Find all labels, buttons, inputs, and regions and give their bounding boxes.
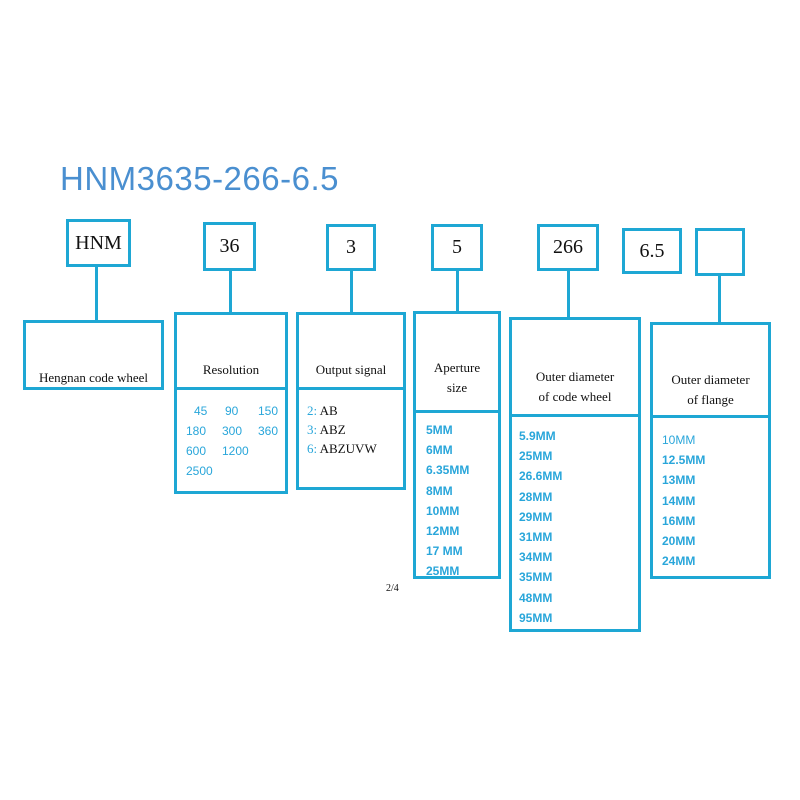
aperture-value: 5MM [426, 423, 453, 437]
hengnan-box [23, 320, 164, 390]
aperture-divider [413, 410, 501, 413]
code-wheel-diameter-divider [509, 414, 641, 417]
resolution-value: 45 [194, 404, 208, 418]
flange-diameter-box [650, 322, 771, 579]
flange-diameter-values: 10MM 12.5MM 13MM 14MM 16MM 20MM 24MM [662, 430, 705, 571]
resolution-value: 300 [222, 424, 243, 438]
code-wheel-diameter-value: 95MM [519, 610, 553, 625]
resolution-values: 45 90 150 180 300 360 600 1200 2500 [186, 401, 294, 481]
model-title: HNM3635-266-6.5 [60, 160, 339, 197]
signal-item: 6: ABZUVW [307, 441, 377, 456]
aperture-box [413, 311, 501, 579]
code-wheel-diameter-value: 35MM [519, 570, 553, 585]
resolution-value: 180 [186, 424, 207, 438]
code-box-flange-size: 6.5 [622, 228, 682, 274]
output-signal-divider [296, 387, 406, 390]
connector-aperture [456, 270, 459, 313]
code-wheel-diameter-value: 28MM [519, 489, 553, 504]
output-signal-box [296, 312, 406, 490]
aperture-values: 5MM 6MM 6.35MM 8MM 10MM 12MM 17 MM 25MM [426, 420, 469, 582]
resolution-value: 2500 [186, 464, 213, 478]
code-wheel-diameter-value: 48MM [519, 590, 553, 605]
flange-diameter-divider [650, 415, 771, 418]
hengnan-label: Hengnan code wheel [38, 370, 148, 385]
code-box-hnm: HNM [66, 219, 131, 267]
flange-diameter-value: 24MM [662, 554, 696, 569]
connector-code-wheel [567, 270, 570, 319]
flange-diameter-value: 14MM [662, 493, 696, 508]
resolution-label: Resolution [202, 362, 260, 377]
aperture-value: 25MM [426, 564, 460, 579]
aperture-label: Aperture size [433, 360, 481, 395]
code-wheel-diameter-value: 25MM [519, 449, 553, 464]
aperture-value: 6MM [426, 443, 453, 458]
aperture-value: 8MM [426, 483, 453, 498]
code-wheel-diameter-value: 26.6MM [519, 469, 563, 484]
code-box-signal: 3 [326, 224, 376, 271]
resolution-value: 360 [258, 424, 279, 438]
output-signal-label: Output signal [315, 362, 387, 377]
resolution-divider [174, 387, 288, 390]
code-box-resolution: 36 [203, 222, 256, 271]
flange-diameter-value: 10MM [662, 433, 696, 447]
code-wheel-diameter-value: 29MM [519, 509, 553, 524]
aperture-value: 10MM [426, 503, 460, 518]
output-signal-list: 2: AB 3: ABZ 6: ABZUVW [307, 401, 377, 458]
aperture-value: 17 MM [426, 544, 463, 559]
code-wheel-diameter-values: 5.9MM 25MM 26.6MM 28MM 29MM 31MM 34MM 35… [519, 426, 562, 628]
page-indicator: 2/4 [386, 583, 399, 594]
code-wheel-diameter-box [509, 317, 641, 632]
code-wheel-diameter-label: Outer diameter of code wheel [535, 369, 615, 404]
aperture-value: 6.35MM [426, 463, 470, 478]
connector-signal [350, 270, 353, 314]
resolution-value: 600 [186, 444, 207, 458]
code-box-code-wheel: 266 [537, 224, 599, 271]
flange-diameter-value: 20MM [662, 534, 696, 549]
resolution-value: 150 [258, 404, 279, 418]
connector-resolution [229, 270, 232, 314]
resolution-box [174, 312, 288, 494]
aperture-value: 12MM [426, 524, 460, 539]
flange-diameter-value: 12.5MM [662, 453, 706, 468]
code-box-empty [695, 228, 745, 276]
signal-item: 3: ABZ [307, 422, 346, 437]
flange-diameter-value: 16MM [662, 513, 696, 528]
flange-diameter-label: Outer diameter of flange [671, 372, 750, 407]
code-box-aperture: 5 [431, 224, 483, 271]
signal-item: 2: AB [307, 403, 338, 418]
code-wheel-diameter-value: 34MM [519, 550, 553, 565]
connector-hnm [95, 266, 98, 322]
flange-diameter-value: 13MM [662, 473, 696, 488]
resolution-value: 90 [225, 404, 239, 418]
code-wheel-diameter-value: 5.9MM [519, 429, 556, 443]
connector-flange [718, 275, 721, 324]
code-wheel-diameter-value: 31MM [519, 530, 553, 545]
resolution-value: 1200 [222, 444, 249, 458]
